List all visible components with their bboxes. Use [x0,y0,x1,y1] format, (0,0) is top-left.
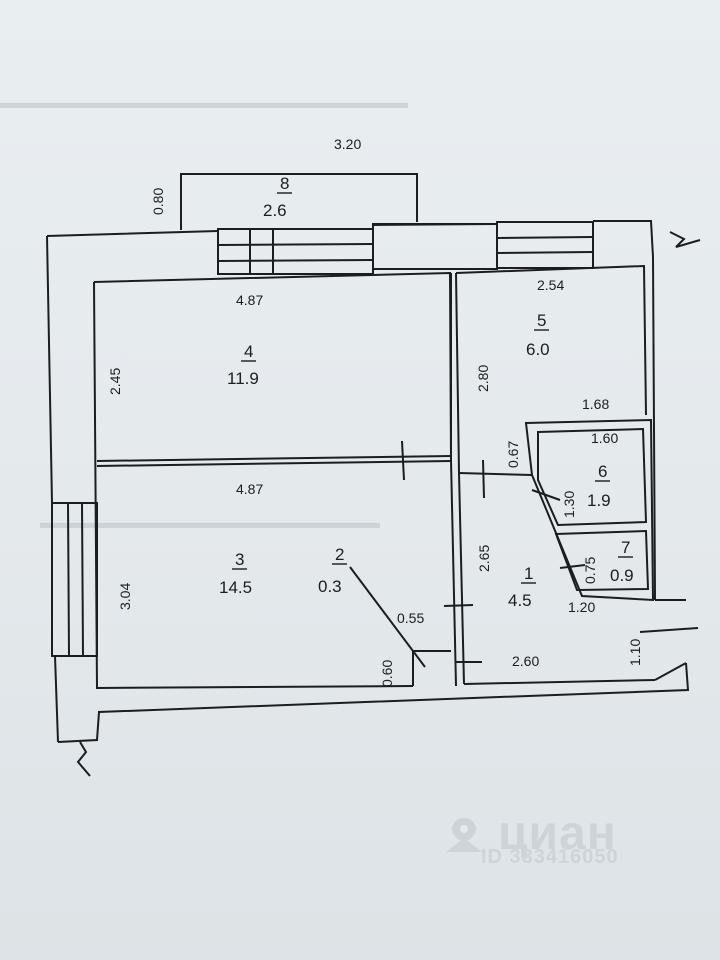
entrance-width-label: 1.10 [627,639,643,666]
room5-height-label: 2.80 [475,365,491,392]
room3-height-label: 3.04 [117,583,133,610]
hall-width-label: 2.60 [512,653,539,669]
room-7-number: 7 [621,538,630,557]
room-7: 7 0.9 [610,538,634,585]
overall-width-label: 3.20 [334,136,361,152]
room-7-area: 0.9 [610,566,634,585]
room-2: 2 0.3 [318,545,347,596]
hall-height-label: 2.65 [476,545,492,572]
room-1-number: 1 [524,564,533,583]
watermark-id: ID 333416050 [481,846,619,868]
room5-width-label: 2.54 [537,277,564,293]
break-symbol-top-right [669,231,701,248]
room6-room7-outline [524,418,655,602]
room-2-number: 2 [335,545,344,564]
room7-width-label: 1.20 [568,599,595,615]
room6-height-label: 1.30 [561,491,577,518]
room-2-area: 0.3 [318,577,342,596]
room-4-area: 11.9 [227,369,259,388]
room5-outline [455,264,647,416]
room-6-number: 6 [598,462,607,481]
balcony-depth-label: 0.80 [150,188,166,215]
door-balcony [372,223,498,270]
room-1: 1 4.5 [508,564,536,610]
room-3: 3 14.5 [219,550,252,597]
room-1-area: 4.5 [508,591,532,610]
inner-wall-left-bottom [93,281,414,690]
room-6-area: 1.9 [587,491,611,510]
room-5-number: 5 [537,311,546,330]
room-3-number: 3 [235,550,244,569]
room6-width-label: 1.60 [591,430,618,446]
room4-outline [93,271,452,461]
wall-4-5 [455,272,460,474]
room-8: 8 2.6 [263,174,292,220]
room-8-area: 2.6 [263,201,287,220]
hall-wall-bottom [463,679,656,685]
walls [46,173,701,777]
hall-offset-label: 0.67 [505,441,521,468]
room-4-number: 4 [244,342,253,361]
room7-height-label: 0.75 [582,557,598,584]
room-3-area: 14.5 [219,578,252,597]
balcony-outline [180,173,418,230]
background-ghost-text: ▬▬▬▬▬▬▬▬▬▬▬▬▬▬▬▬▬▬▬▬▬▬▬▬ [0,93,408,112]
room3-width-label: 4.87 [236,481,263,497]
room4-height-label: 2.45 [107,368,123,395]
room-5: 5 6.0 [526,311,550,359]
outer-wall-bottom [57,662,690,743]
wall-3-4 [96,460,452,467]
door-tick-3-4 [401,440,405,481]
room-4: 4 11.9 [227,342,259,388]
background-ghost-text-2: ▬▬▬▬▬▬▬▬▬▬▬▬▬▬▬▬▬▬▬▬ [40,513,380,532]
window-top-right [496,221,594,269]
wall-5-hall [458,472,533,476]
closet-depth-label: 0.60 [379,660,395,687]
room-5-area: 6.0 [526,340,550,359]
window-top-left [217,228,374,275]
room2-leader [349,566,426,668]
outer-wall-left [46,235,59,743]
room-8-number: 8 [280,174,289,193]
break-symbol-bottom-left [76,741,91,777]
outer-wall-right [652,256,656,601]
cian-house-icon [446,818,482,852]
room4-width-label: 4.87 [236,292,263,308]
room6-outline [537,427,648,527]
watermark-brand: циан [498,807,617,860]
closet-width-label: 0.55 [397,610,424,626]
hall-wall-left [458,472,465,685]
room7-outline [554,529,650,592]
room6-top-label: 1.68 [582,396,609,412]
room-6: 6 1.9 [587,462,611,510]
